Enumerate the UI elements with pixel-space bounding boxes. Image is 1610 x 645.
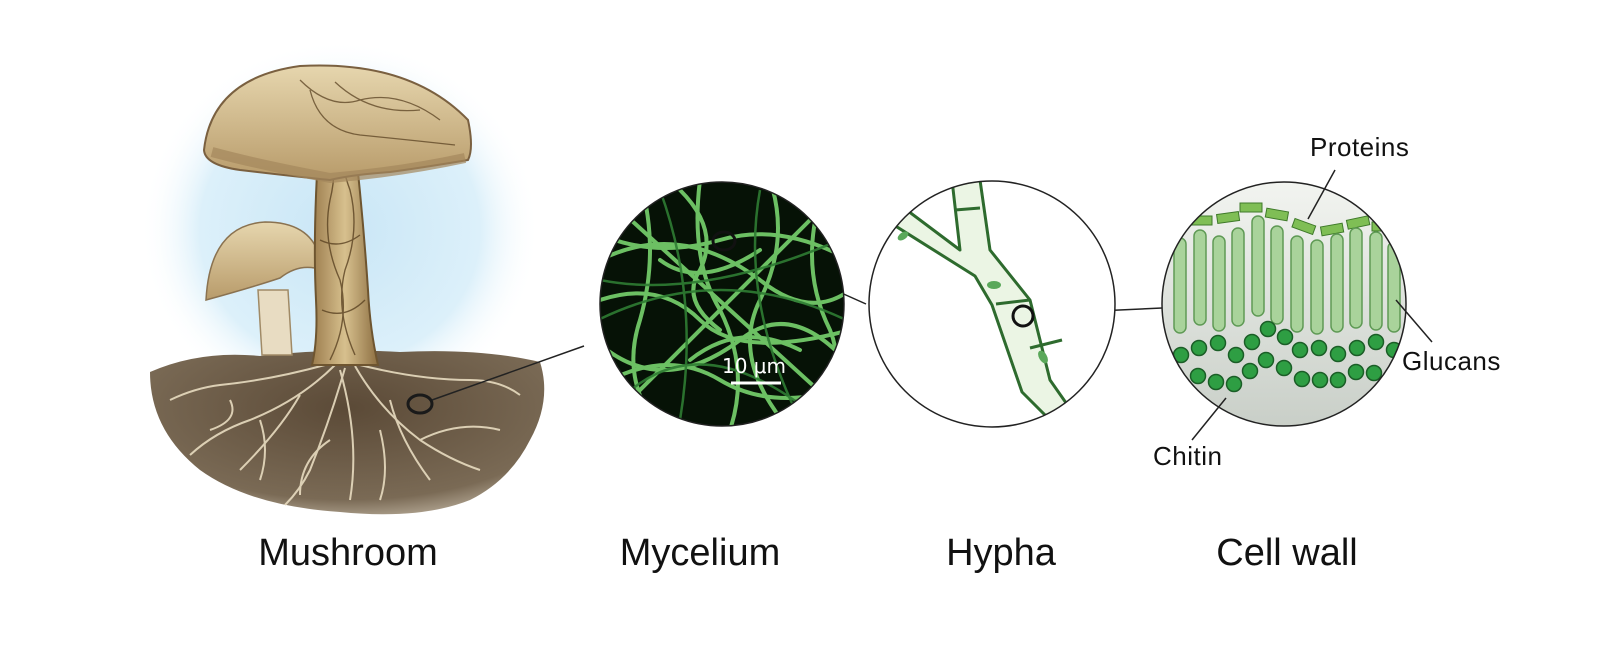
chitin-bead [1365,364,1383,382]
large-mushroom-cap [202,64,472,182]
glucan-strand [1212,235,1226,332]
glucan-strand [1173,237,1187,334]
chitin-bead [1310,339,1328,357]
mycelium-border [599,181,845,427]
zoom-marker-mycelium [711,230,737,252]
glucan-strand [1193,229,1207,326]
chitin-bead [1190,339,1208,357]
protein-block [1215,210,1241,225]
scale-bar-label: 10 μm [722,354,786,378]
glucan-strand [1310,239,1324,335]
nucleus-2 [987,281,1001,289]
protein-block [1345,215,1371,230]
nucleus-1 [897,231,909,241]
glucans-leader [1395,299,1433,343]
proteins-label: Proteins [1310,132,1410,162]
hypha-tube [869,181,1087,427]
mycelium-circle: 10 μm [599,181,845,427]
chitin-bead [1225,375,1243,393]
chitin-bead [1329,345,1347,363]
chitin-bead [1259,320,1277,338]
chitin-bead [1291,341,1309,359]
protein-block [1239,202,1263,213]
soil [150,350,545,515]
glucan-strand [1349,227,1363,329]
caption-mycelium: Mycelium [619,532,781,574]
zoom-marker-hypha [1011,304,1035,328]
chitin-bead [1367,333,1385,351]
chitin-bead [1311,371,1329,389]
glucan-strand [1270,225,1284,325]
chitin-bead [1347,363,1365,381]
glucan-strand [1231,227,1245,327]
chitin-bead [1329,371,1347,389]
glucan-strand [1290,235,1304,333]
chitin-bead [1241,362,1259,380]
septum-1 [954,206,981,212]
glucan-strand [1387,241,1401,333]
hypha-structure [869,181,1087,427]
septum-2 [995,298,1031,306]
cell-wall-circle [1161,181,1407,427]
cell-wall-layers [1172,202,1403,393]
glucans-label: Glucans [1402,346,1501,376]
glucan-strand [1251,215,1265,317]
chitin-bead [1207,373,1225,391]
chitin-label: Chitin [1153,441,1223,471]
chitin-bead [1257,351,1275,369]
glucan-strand [1369,231,1383,331]
chitin-leader [1191,397,1227,441]
protein-block [1291,217,1317,236]
small-mushroom-stem [257,289,293,356]
nucleus-3 [1038,350,1048,364]
zoom-marker-soil [406,393,434,415]
chitin-bead [1243,333,1261,351]
chitin-bead [1276,328,1294,346]
hypha-circle [868,180,1116,428]
protein-block [1319,222,1345,237]
hypha-border [868,180,1116,428]
mycelium-network-shadow [600,189,844,421]
caption-hypha: Hypha [946,532,1056,574]
cell-wall-border [1161,181,1407,427]
chitin-bead [1348,339,1366,357]
caption-cell-wall: Cell wall [1216,532,1358,574]
connector-mushroom-mycelium [431,345,585,401]
mushroom-illustration [140,40,545,515]
cap-hyphae-texture [299,79,456,146]
chitin-bead [1293,370,1311,388]
glucan-layer [1173,215,1401,335]
chitin-bead [1275,359,1293,377]
chitin-layer [1172,320,1403,393]
hypha-side-branch [1029,338,1063,350]
glucan-strand [1330,233,1344,333]
chitin-bead [1189,367,1207,385]
proteins-leader [1307,169,1336,220]
caption-mushroom: Mushroom [258,532,438,574]
mycelial-roots [169,364,521,506]
chitin-bead [1209,334,1227,352]
mushroom-gills [210,147,467,184]
protein-block [1264,207,1290,222]
chitin-bead [1227,346,1245,364]
